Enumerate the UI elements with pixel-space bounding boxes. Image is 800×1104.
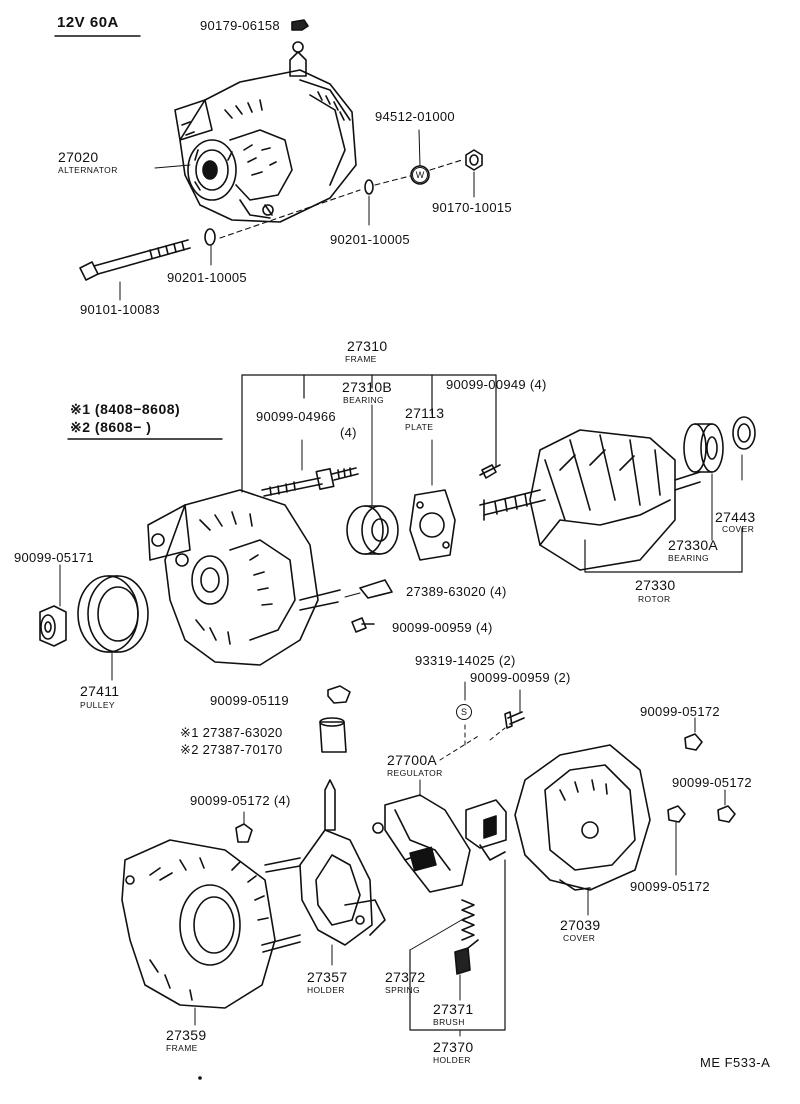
nut-90099-05172a-drawing <box>684 733 703 751</box>
spec-title: 12V 60A <box>57 14 119 31</box>
screw-90099-00949-drawing <box>479 464 501 479</box>
cover-27443-drawing <box>732 416 756 450</box>
part-27039: 27039 <box>560 917 601 933</box>
part-90099-05172-4: 90099-05172 (4) <box>190 793 291 808</box>
legend-row-2: ※2 (8608− ) <box>70 419 152 435</box>
part-90099-05172-right: 90099-05172 <box>672 775 752 790</box>
part-27330A: 27330A <box>668 537 719 553</box>
part-27310B-name: BEARING <box>343 395 385 405</box>
part-27359-name: FRAME <box>166 1043 198 1053</box>
stud-90099-04966-drawing <box>261 467 359 497</box>
washer-90201-right-drawing <box>364 179 374 195</box>
part-27372-name: SPRING <box>385 985 420 995</box>
part-27411: 27411 <box>80 683 120 699</box>
part-27020-name: ALTERNATOR <box>58 165 118 175</box>
pulley-27411-drawing <box>77 575 149 653</box>
part-27357: 27357 <box>307 969 348 985</box>
part-27387-63020: ※1 27387-63020 <box>180 725 283 740</box>
regulator-27700A-drawing <box>372 794 471 893</box>
part-90099-04966-qty: (4) <box>340 425 357 440</box>
part-90099-00949: 90099-00949 (4) <box>446 377 547 392</box>
part-27371: 27371 <box>433 1001 474 1017</box>
part-27443: 27443 <box>715 509 756 525</box>
holder-27357-drawing <box>299 779 386 946</box>
part-27310B: 27310B <box>342 379 393 395</box>
part-90099-00959-2: 90099-00959 (2) <box>470 670 571 685</box>
part-90170-10015: 90170-10015 <box>432 200 512 215</box>
screw-90099-00959b-drawing <box>504 711 525 729</box>
part-90099-05172-bottom: 90099-05172 <box>630 879 710 894</box>
brush-27371-drawing <box>454 939 479 975</box>
part-27700A-name: REGULATOR <box>387 768 443 778</box>
bolt-90101-drawing <box>79 239 191 281</box>
part-27700A: 27700A <box>387 752 438 768</box>
part-27389-63020: 27389-63020 (4) <box>406 584 507 599</box>
holder-27370-drawing <box>465 799 507 861</box>
part-90099-04966: 90099-04966 <box>256 409 336 424</box>
part-90099-05119: 90099-05119 <box>210 693 289 708</box>
nut-90099-05172d-drawing <box>235 823 253 843</box>
nut-90099-05171-drawing <box>39 605 67 647</box>
part-27387-70170: ※2 27387-70170 <box>180 742 283 757</box>
part-27113-name: PLATE <box>405 422 434 432</box>
part-90101-10083: 90101-10083 <box>80 302 160 317</box>
part-27039-name: COVER <box>563 933 596 943</box>
bushing-27387-drawing <box>319 717 347 753</box>
part-90099-05172-top: 90099-05172 <box>640 704 720 719</box>
part-27370-name: HOLDER <box>433 1055 471 1065</box>
part-27330-name: ROTOR <box>638 594 671 604</box>
nut-90099-05172c-drawing <box>667 805 686 823</box>
rotor-27330-drawing <box>479 429 701 571</box>
part-27020: 27020 <box>58 149 99 165</box>
part-27411-name: PULLEY <box>80 700 116 710</box>
alternator-assembly-drawing <box>174 41 357 223</box>
spring-27372-drawing <box>461 899 475 941</box>
part-27372: 27372 <box>385 969 426 985</box>
part-27370: 27370 <box>433 1039 474 1055</box>
part-27443-name: COVER <box>722 524 755 534</box>
part-27113: 27113 <box>405 405 445 421</box>
cover-27039-drawing <box>514 744 651 891</box>
bearing-27310B-drawing <box>346 505 399 555</box>
insulator-27389-drawing <box>359 579 393 599</box>
washer-w-symbol: W <box>412 167 428 183</box>
screw-s-symbol: S <box>456 704 472 720</box>
part-27310-name: FRAME <box>345 354 377 364</box>
part-94512-01000: 94512-01000 <box>375 109 455 124</box>
plate-27113-drawing <box>409 489 456 561</box>
part-90201-10005-left: 90201-10005 <box>167 270 247 285</box>
nut-90099-05172b-drawing <box>717 805 736 823</box>
part-90201-10005-right: 90201-10005 <box>330 232 410 247</box>
nut-90099-05119-drawing <box>327 685 351 704</box>
legend-row-1: ※1 (8408−8608) <box>70 401 181 417</box>
part-27310: 27310 <box>347 338 388 354</box>
drive-end-frame-drawing <box>147 489 341 666</box>
bearing-27330A-drawing <box>683 423 724 473</box>
drawing-reference: ME F533-A <box>700 1055 771 1070</box>
part-27330: 27330 <box>635 577 676 593</box>
part-90099-05171: 90099-05171 <box>14 550 94 565</box>
nut-90179-drawing <box>291 19 309 31</box>
part-27371-name: BRUSH <box>433 1017 465 1027</box>
part-27330A-name: BEARING <box>668 553 710 563</box>
nut-90170-drawing <box>465 149 483 171</box>
washer-90201-left-drawing <box>204 228 216 246</box>
screw-90099-00959-drawing <box>351 617 375 633</box>
part-93319-14025: 93319-14025 (2) <box>415 653 516 668</box>
part-27359: 27359 <box>166 1027 207 1043</box>
part-90099-00959-4: 90099-00959 (4) <box>392 620 493 635</box>
part-90179-06158: 90179-06158 <box>200 18 280 33</box>
rear-frame-27359-drawing <box>121 839 301 1009</box>
part-27357-name: HOLDER <box>307 985 345 995</box>
